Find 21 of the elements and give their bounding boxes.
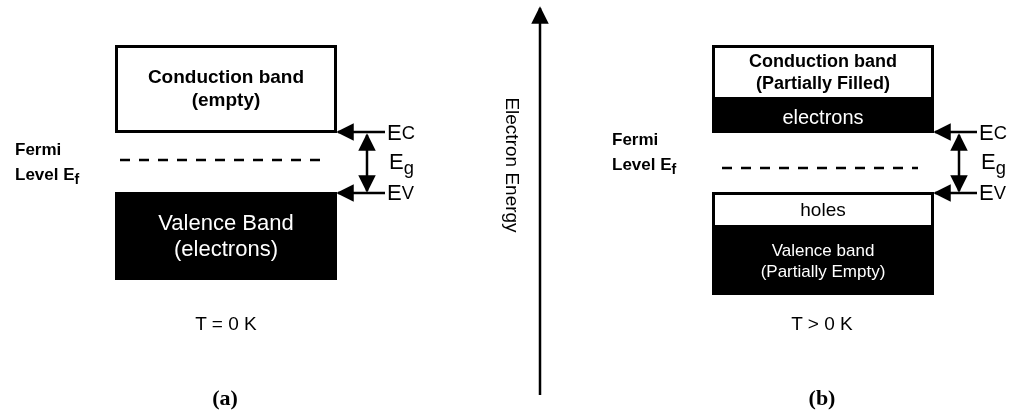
- double-arrow: [950, 133, 968, 193]
- leader-arrow: [933, 184, 977, 202]
- edge-label: E$_{g}$: [981, 149, 1006, 180]
- leader-arrow: [933, 123, 977, 141]
- axis-label: Electron Energy: [501, 97, 523, 233]
- edge-label: E$_{g}$: [389, 149, 414, 180]
- band-box: Valence Band (electrons): [115, 192, 337, 280]
- double-arrow: [358, 133, 376, 193]
- leader-arrow: [336, 184, 385, 202]
- leader-arrow: [336, 123, 385, 141]
- panel-label: (a): [212, 385, 238, 411]
- band-box: Valence band (Partially Empty): [712, 228, 934, 295]
- band-box: holes: [712, 192, 934, 228]
- level-label: Fermi Level E$_{f}$: [612, 129, 678, 180]
- band-box: Conduction band (empty): [115, 45, 337, 133]
- band-box: electrons: [712, 100, 934, 133]
- panel-label: (b): [808, 385, 836, 411]
- band-box: Conduction band (Partially Filled): [712, 45, 934, 100]
- temperature-label: T > 0 K: [791, 313, 853, 335]
- level-label: Fermi Level E$_{f}$: [15, 139, 81, 190]
- temperature-label: T = 0 K: [195, 313, 257, 335]
